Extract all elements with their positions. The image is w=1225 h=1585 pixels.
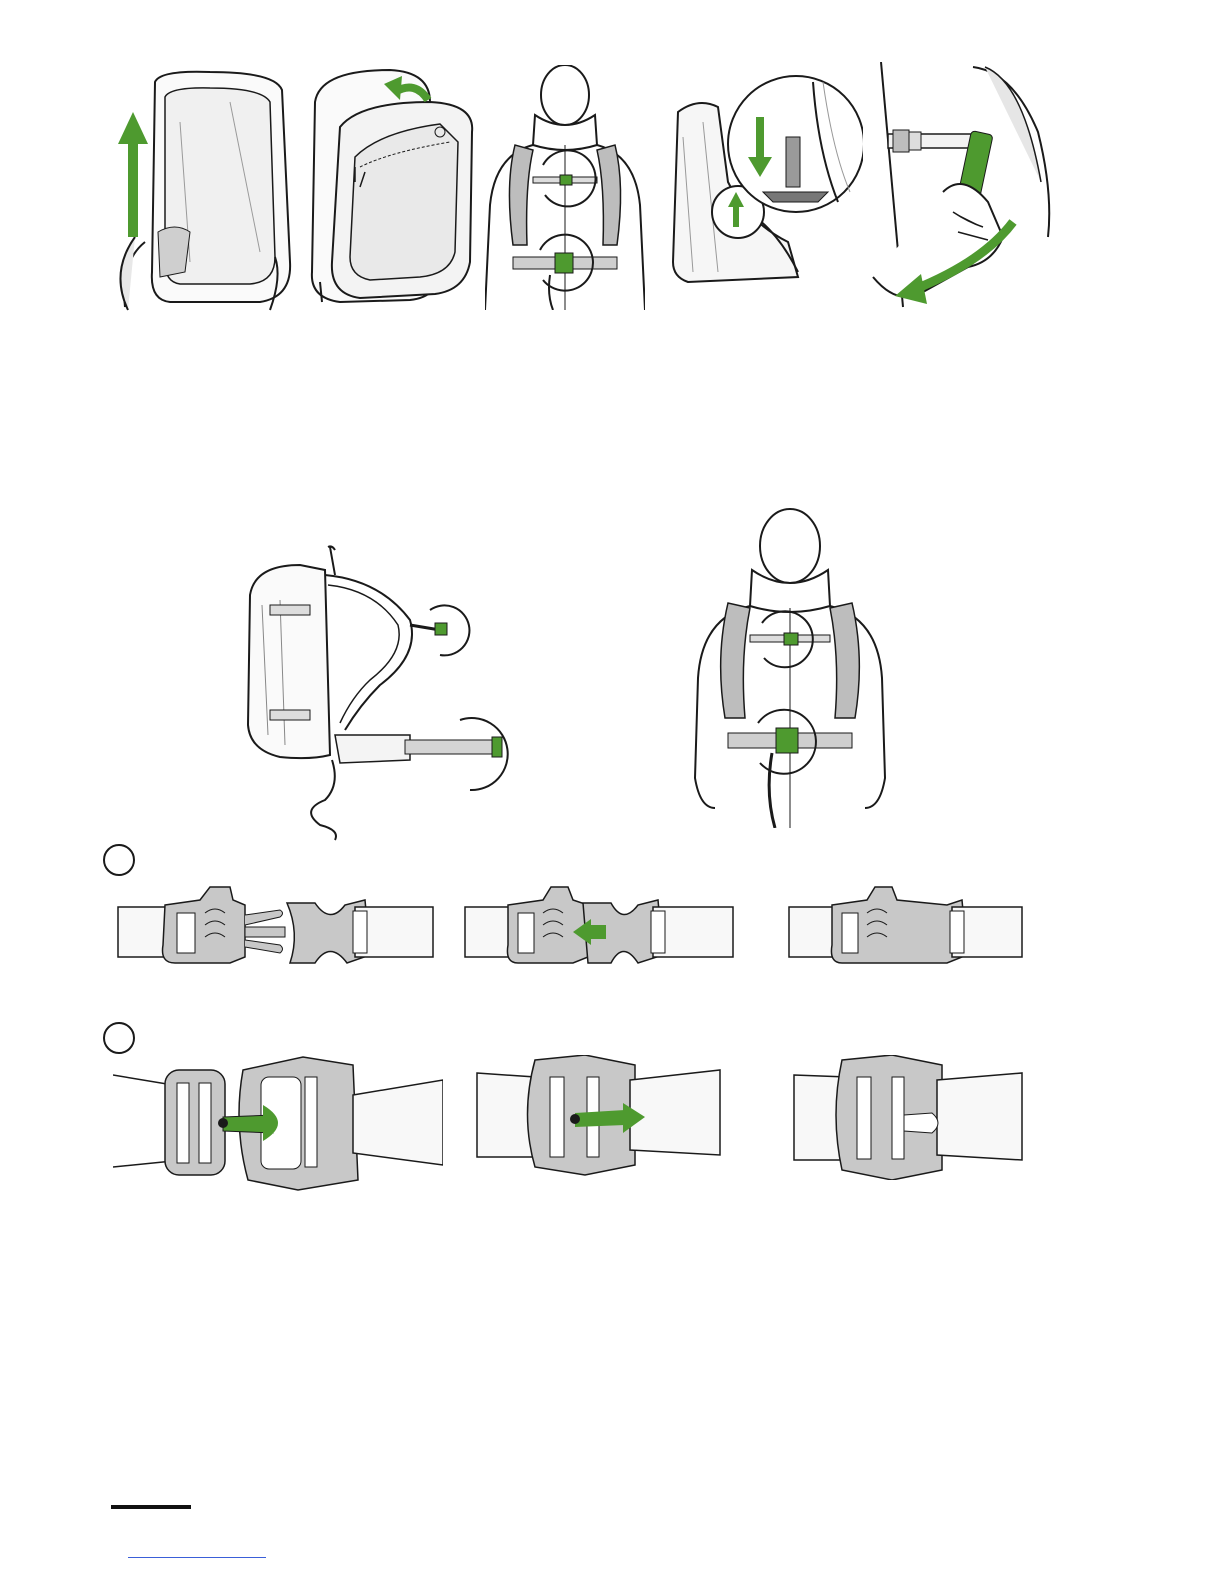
footer-rule [111,1505,191,1509]
step-marker-a [101,842,137,883]
side-release-insert-illustration [463,885,738,970]
wearer-front-illustration [485,65,645,310]
pack-zip-up-illustration [110,62,300,312]
bladder-clip-illustration [668,62,863,312]
pack-open-illustration [300,62,480,312]
side-release-open-illustration [115,885,435,970]
hip-buckle-closed-illustration [792,1055,1027,1180]
pack-side-illustration [240,545,530,845]
footer-link-underline[interactable] [128,1557,266,1558]
hip-buckle-open-illustration [113,1055,443,1195]
wearer-front-2-illustration [690,508,890,828]
side-release-closed-illustration [787,885,1027,970]
hand-pull-illustration [863,62,1053,312]
hip-buckle-insert-illustration [475,1055,725,1180]
